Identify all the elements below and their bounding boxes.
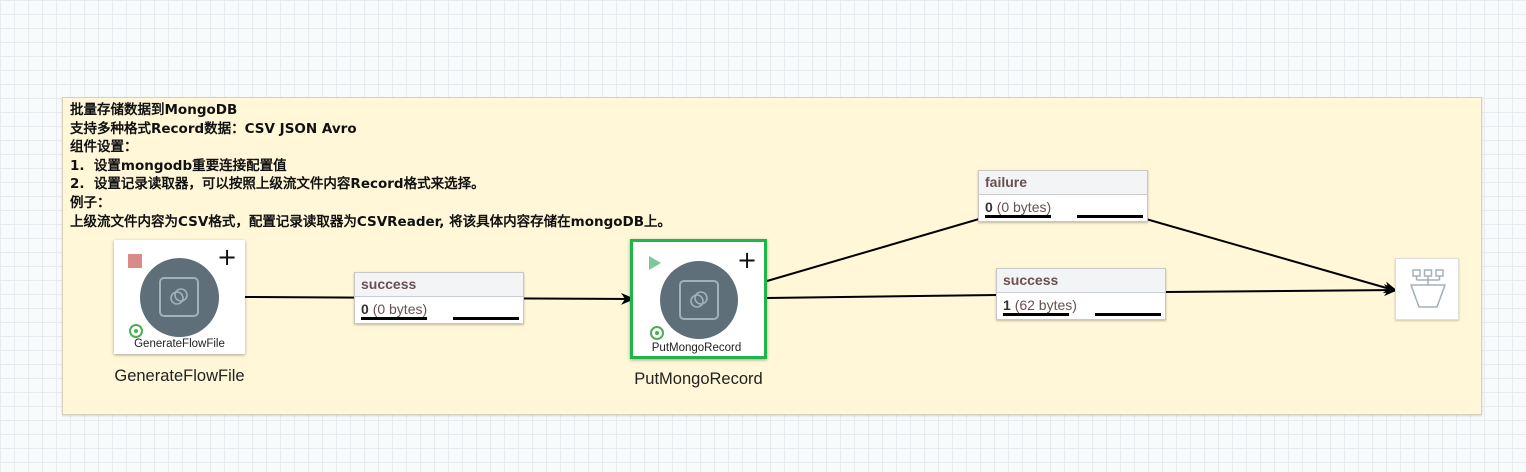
queue-stats: 1 (62 bytes) [997, 293, 1165, 318]
label-line: 2. 设置记录读取器，可以按照上级流文件内容Record格式来选择。 [70, 176, 485, 193]
queue-count: 0 [985, 199, 993, 215]
connection-label-failure[interactable]: failure 0 (0 bytes) [978, 170, 1148, 222]
valid-status-icon [129, 324, 143, 338]
queue-bar [1095, 313, 1161, 316]
queue-bar [361, 317, 427, 320]
label-line: 上级流文件内容为CSV格式，配置记录读取器为CSVReader, 将该具体内容存… [70, 213, 672, 230]
queue-count: 1 [1003, 297, 1011, 313]
queue-count: 0 [361, 301, 369, 317]
processor-name-small: PutMongoRecord [651, 342, 742, 354]
processor-put-mongo-record[interactable]: + PutMongoRecord [630, 239, 767, 359]
connection-label-success[interactable]: success 1 (62 bytes) [996, 268, 1166, 320]
label-line: 例子： [70, 194, 111, 211]
play-icon [649, 256, 661, 270]
label-line: 组件设置： [70, 139, 138, 156]
plus-icon[interactable]: + [737, 246, 758, 274]
relationship-name: success [355, 273, 523, 297]
processor-generate-flow-file[interactable]: + GenerateFlowFile [114, 240, 245, 354]
queue-size: (62 bytes) [1014, 297, 1077, 313]
processor-name-small: GenerateFlowFile [134, 338, 225, 350]
plus-icon[interactable]: + [217, 243, 238, 271]
processor-name-label: GenerateFlowFile [114, 367, 245, 385]
valid-status-icon [650, 326, 664, 340]
label-line: 批量存储数据到MongoDB [70, 102, 238, 118]
queue-size: (0 bytes) [372, 301, 428, 317]
queue-bar [1003, 313, 1069, 316]
queue-bar [453, 317, 519, 320]
label-line: 支持多种格式Record数据：CSV JSON Avro [70, 120, 357, 137]
relationship-name: failure [979, 171, 1147, 195]
stop-icon [128, 254, 142, 268]
funnel[interactable] [1395, 258, 1459, 320]
funnel-icon [1409, 269, 1447, 308]
queue-bar [1077, 215, 1143, 218]
relationship-name: success [997, 269, 1165, 293]
processor-icon [140, 258, 219, 337]
flow-label[interactable] [62, 97, 1482, 415]
processor-name-label: PutMongoRecord [634, 370, 763, 388]
queue-stats: 0 (0 bytes) [355, 297, 523, 322]
label-line: 1. 设置mongodb重要连接配置值 [70, 157, 287, 174]
queue-stats: 0 (0 bytes) [979, 195, 1147, 220]
queue-size: (0 bytes) [996, 199, 1052, 215]
queue-bar [985, 215, 1051, 218]
connection-label-gen-to-put[interactable]: success 0 (0 bytes) [354, 272, 524, 324]
label-text: 批量存储数据到MongoDB 支持多种格式Record数据：CSV JSON A… [70, 101, 970, 231]
processor-icon [660, 261, 738, 339]
